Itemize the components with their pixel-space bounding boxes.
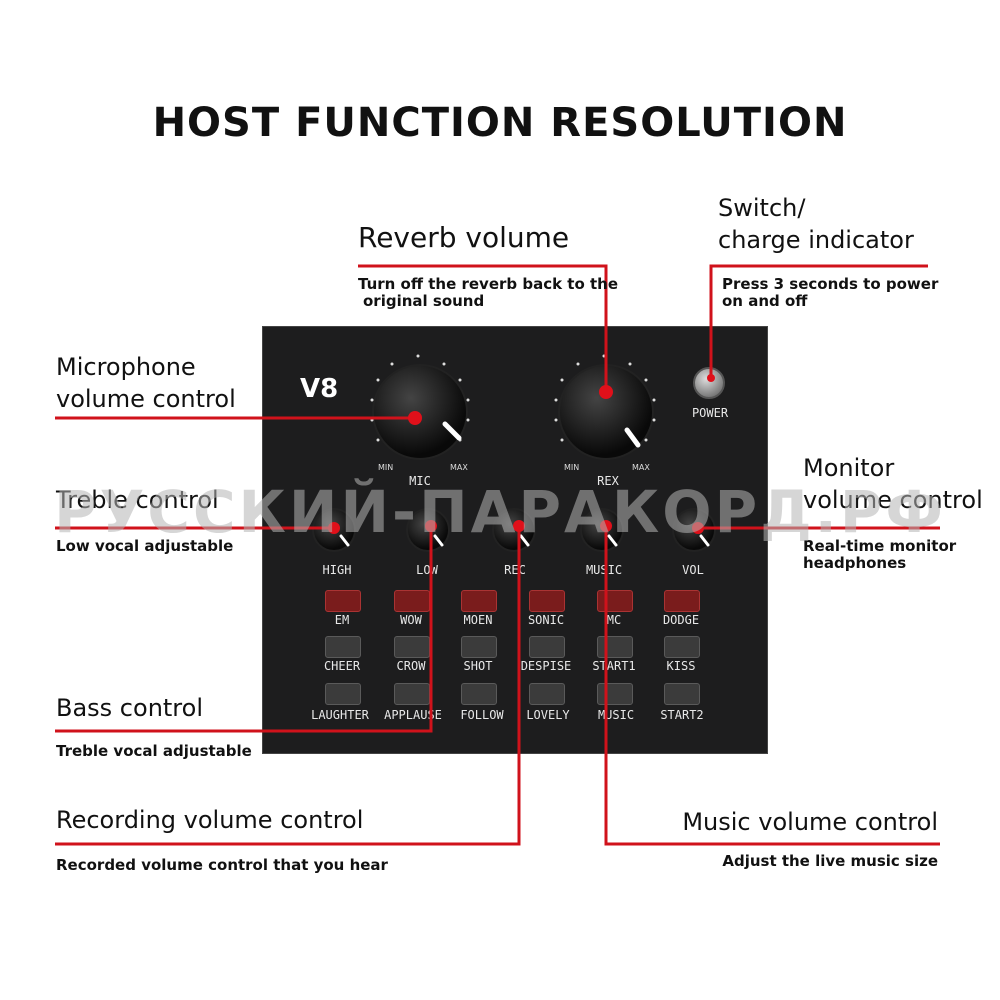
recording-callout-line [55,528,521,846]
pad-shot[interactable] [461,636,497,658]
pad-label: FOLLOW [460,708,504,722]
monitor-title-2: volume control [803,486,983,514]
monitor-desc-2: headphones [803,554,907,572]
bass-title: Bass control [56,694,203,722]
switch-callout-line [709,264,928,378]
rex-knob-pointer [624,427,641,448]
pad-label: DODGE [662,613,700,627]
rex-knob-ticks [554,354,656,442]
pad-kiss[interactable] [664,636,700,658]
switch-title-1: Switch/ [718,194,806,222]
pad-em[interactable] [325,590,361,612]
pad-label: KISS [666,659,696,673]
mic-title-2: volume control [56,385,236,413]
recording-desc: Recorded volume control that you hear [56,856,388,874]
pad-label: CROW [396,659,426,673]
callout-paths [55,264,940,846]
mic-knob-pointer [442,421,462,441]
high-knob-label: HIGH [322,563,352,577]
high-knob-pointer [339,534,350,547]
pad-cheer[interactable] [325,636,361,658]
recording-title: Recording volume control [56,806,364,834]
mic-knob-min-label: MIN [378,463,394,472]
low-knob-pointer [433,534,444,547]
mic-knob-ticks [370,354,470,442]
pad-follow[interactable] [461,683,497,705]
pad-label: SHOT [463,659,493,673]
pad-laughter[interactable] [325,683,361,705]
reverb-desc-1: Turn off the reverb back to the [358,275,619,293]
page-title: HOST FUNCTION RESOLUTION [152,100,848,146]
device-model-name: V8 [300,374,339,404]
pad-sonic[interactable] [529,590,565,612]
pad-dodge[interactable] [664,590,700,612]
switch-desc-2: on and off [722,292,808,310]
reverb-title: Reverb volume [358,221,570,254]
vol-knob-label: VOL [682,563,704,577]
mic-title-1: Microphone [56,353,196,381]
switch-title-2: charge indicator [718,226,914,254]
power-button[interactable] [693,367,725,399]
callout-dots [328,374,715,534]
pad-label: START2 [660,708,704,722]
monitor-title-1: Monitor [803,454,895,482]
treble-desc: Low vocal adjustable [56,537,234,555]
music-knob-label: MUSIC [585,563,623,577]
rex-knob-label: REX [597,474,619,488]
pad-label: MC [606,613,622,627]
pad-label: LOVELY [526,708,570,722]
mic-knob-label: MIC [409,474,431,488]
pad-label: DESPISE [520,659,572,673]
pad-label: MOEN [463,613,493,627]
pad-lovely[interactable] [529,683,565,705]
pad-label: CHEER [323,659,361,673]
pad-label: APPLAUSE [384,708,442,722]
switch-desc-1: Press 3 seconds to power [722,275,939,293]
pad-label: EM [334,613,350,627]
treble-title: Treble control [56,486,219,514]
pad-label: START1 [592,659,636,673]
rex-knob-min-label: MIN [564,463,580,472]
mic-knob-max-label: MAX [450,463,468,472]
watermark: РУССКИЙ-ПАРАКОРД.РФ [54,478,946,546]
power-label: POWER [691,406,729,420]
pad-label: WOW [400,613,422,627]
rex-knob-max-label: MAX [632,463,650,472]
music-callout-line [604,528,940,846]
pad-label: SONIC [527,613,565,627]
vol-knob-pointer [699,534,710,547]
mic-volume-knob[interactable] [372,364,468,460]
pad-label: LAUGHTER [311,708,369,722]
pad-moen[interactable] [461,590,497,612]
music-knob-pointer [607,534,618,547]
music-desc: Adjust the live music size [722,852,938,870]
bass-callout-line [55,528,433,733]
reverb-desc-2: original sound [363,292,485,310]
pad-start2[interactable] [664,683,700,705]
bass-desc: Treble vocal adjustable [56,742,252,760]
pad-despise[interactable] [529,636,565,658]
rec-knob-pointer [519,534,530,547]
music-title: Music volume control [682,808,938,836]
monitor-desc-1: Real-time monitor [803,537,957,555]
reverb-callout-line [358,264,608,392]
